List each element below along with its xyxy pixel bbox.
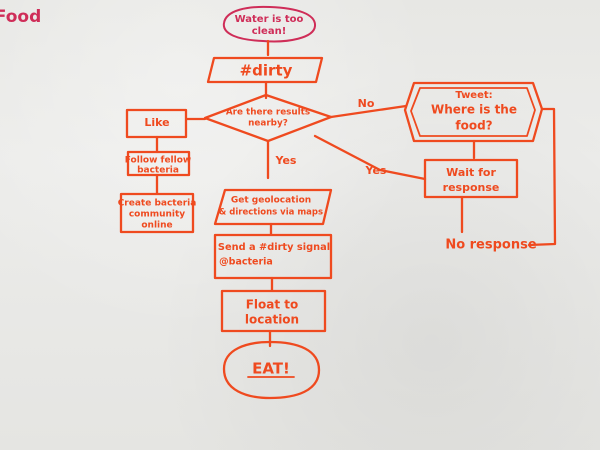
float-line-1: Float to [246, 298, 299, 312]
community-line-3: online [141, 221, 172, 231]
follow-line-2: bacteria [137, 166, 179, 176]
start-line-2: clean! [252, 26, 287, 37]
tweet-line-2: Where is the [431, 103, 517, 117]
question-line-2: nearby? [248, 119, 288, 129]
community-line-1: Create bacteria [118, 199, 197, 209]
tweet-line-3: food? [455, 119, 492, 133]
community-line-2: community [129, 210, 185, 220]
yes-side-label: Yes [365, 164, 387, 177]
connector-noresponse-tweet [527, 107, 557, 247]
start-node: Water is too clean! [222, 5, 316, 43]
dirty-parallelogram [206, 56, 324, 84]
title-group: Food [0, 7, 41, 27]
wait-line-2: response [443, 181, 500, 194]
float-line-2: location [245, 313, 299, 327]
tweet-shape [403, 81, 544, 143]
follow-line-1: Follow fellow [125, 156, 191, 166]
signal-line-1: Send a #dirty signal [218, 242, 330, 253]
geolocation-line-1: Get geolocation [231, 196, 311, 206]
like-label: Like [144, 116, 169, 129]
community-box [119, 192, 195, 234]
start-line-1: Water is too [235, 14, 304, 25]
tweet-line-1: Tweet: [455, 90, 492, 101]
eat-label: EAT! [252, 360, 290, 378]
connector-question-tweet [329, 104, 408, 119]
like-box [125, 108, 188, 139]
float-box [220, 289, 327, 333]
follow-box [126, 150, 191, 177]
no-label: No [358, 97, 375, 110]
wait-line-1: Wait for [446, 166, 496, 179]
page-title: Food [0, 7, 41, 27]
start-ellipse [222, 5, 316, 43]
geolocation-line-2: & directions via maps [219, 208, 323, 218]
signal-line-2: @bacteria [219, 257, 273, 268]
eat-ellipse [222, 340, 321, 400]
no-response-label: No response [445, 238, 537, 253]
connector-question-wait [313, 134, 427, 181]
question-line-1: Are there results [226, 108, 310, 118]
dirty-label: #dirty [240, 62, 293, 80]
signal-box [213, 233, 333, 280]
geolocation-parallelogram [213, 188, 333, 226]
yes-center-label: Yes [275, 154, 297, 167]
tweet-inner-outline [410, 87, 536, 137]
wait-box [423, 158, 519, 199]
